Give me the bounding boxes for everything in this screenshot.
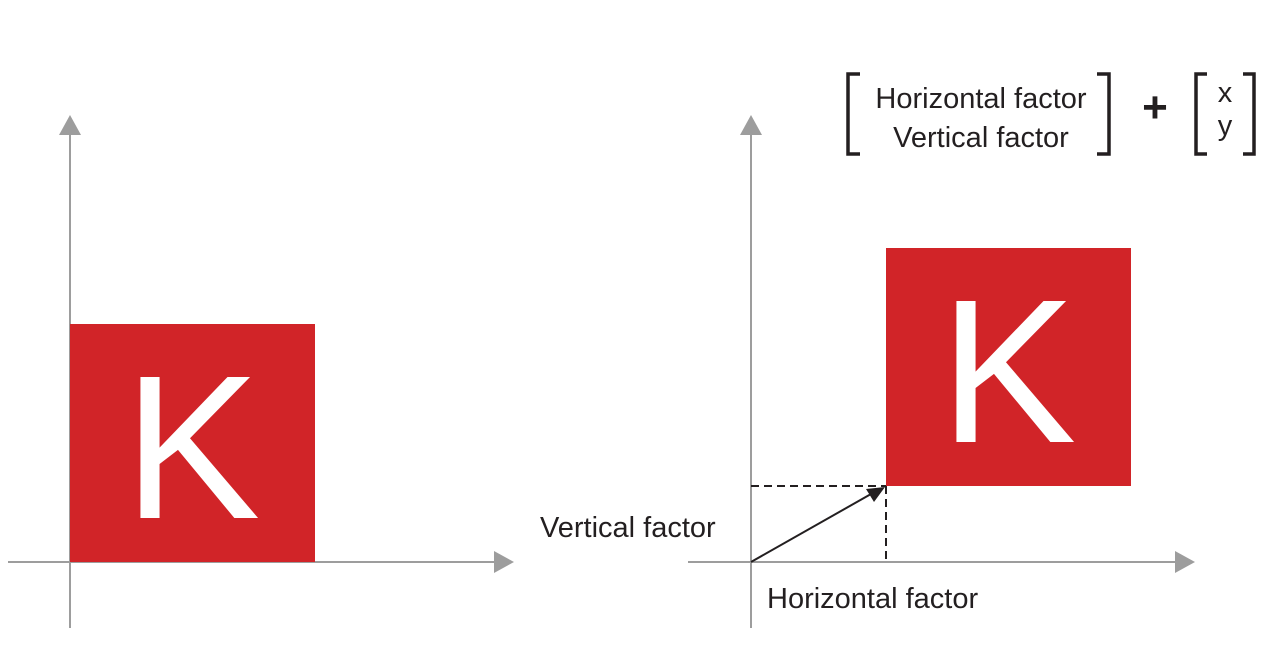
right-k-box — [886, 248, 1131, 486]
right-x-axis-arrowhead — [1175, 551, 1195, 573]
xy-vector-left-bracket — [1194, 72, 1207, 156]
left-k-letter: K — [124, 333, 261, 562]
factor-vector-row-2: Vertical factor — [893, 122, 1069, 154]
factor-vector-left-bracket — [846, 72, 860, 156]
xy-vector: x y — [1194, 72, 1256, 156]
translation-guides — [751, 485, 887, 562]
xy-vector-right-bracket — [1243, 72, 1256, 156]
xy-vector-row-1: x — [1218, 77, 1233, 109]
factor-vector-right-bracket — [1097, 72, 1111, 156]
vertical-factor-label: Vertical factor — [540, 512, 716, 544]
translation-vector — [750, 487, 885, 563]
translation-arrowhead — [866, 487, 885, 502]
plus-operator: + — [1142, 83, 1168, 132]
left-y-axis-arrowhead — [59, 115, 81, 135]
right-axes — [688, 115, 1195, 628]
factor-vector-row-1: Horizontal factor — [875, 83, 1086, 115]
translation-formula: Horizontal factor Vertical factor + x y — [846, 72, 1256, 156]
left-k-box — [70, 324, 315, 562]
left-x-axis-arrowhead — [494, 551, 514, 573]
xy-vector-row-2: y — [1218, 110, 1233, 142]
factor-vector: Horizontal factor Vertical factor — [846, 72, 1111, 156]
left-panel: K — [8, 115, 514, 628]
right-k-letter: K — [940, 257, 1077, 486]
right-y-axis-arrowhead — [740, 115, 762, 135]
horizontal-factor-label: Horizontal factor — [767, 583, 978, 615]
right-panel: K Vertical factor Horizontal factor — [540, 115, 1195, 628]
translation-arrow-line — [750, 493, 872, 563]
